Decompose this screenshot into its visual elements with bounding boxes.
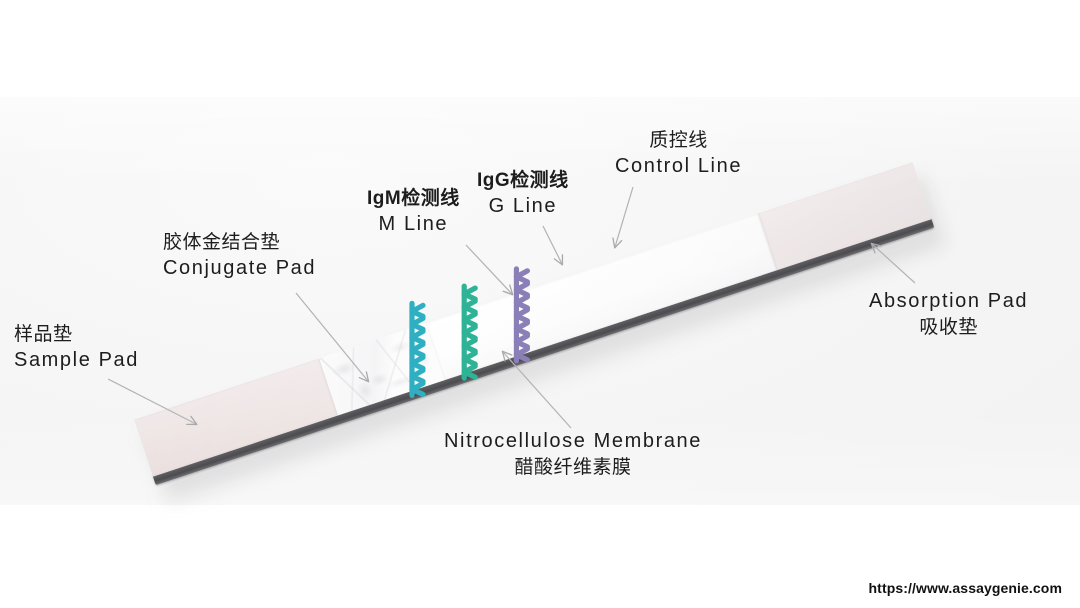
label-g-line: IgG检测线 G Line <box>477 168 569 220</box>
label-nitrocellulose-membrane-chinese: 醋酸纤维素膜 <box>514 457 632 478</box>
label-m-line: IgM检测线 M Line <box>367 186 460 238</box>
control-line-antibodies-svg <box>513 266 531 364</box>
label-m-line-english: M Line <box>378 213 449 235</box>
label-absorption-pad: Absorption Pad 吸收垫 <box>869 288 1028 340</box>
label-control-line-english: Control Line <box>615 155 743 177</box>
m-line-antibodies-svg <box>409 300 426 398</box>
label-nitrocellulose-membrane-english: Nitrocellulose Membrane <box>444 430 703 452</box>
label-control-line-chinese: 质控线 <box>649 130 708 151</box>
label-m-line-chinese: IgM检测线 <box>367 188 460 209</box>
label-conjugate-pad-english: Conjugate Pad <box>163 257 317 279</box>
label-conjugate-pad: 胶体金结合垫 Conjugate Pad <box>163 230 316 282</box>
label-absorption-pad-chinese: 吸收垫 <box>919 317 978 338</box>
antibody-row-control-line <box>486 257 550 378</box>
antibody-row-m-line <box>382 291 446 412</box>
label-control-line: 质控线 Control Line <box>615 128 742 180</box>
m-line-antibody-glyphs <box>409 300 426 398</box>
label-sample-pad: 样品垫 Sample Pad <box>14 322 139 374</box>
g-line-antibody-glyphs <box>461 283 478 381</box>
label-sample-pad-english: Sample Pad <box>14 349 139 371</box>
label-sample-pad-chinese: 样品垫 <box>14 324 73 345</box>
label-g-line-english: G Line <box>488 195 558 217</box>
label-absorption-pad-english: Absorption Pad <box>869 290 1029 312</box>
label-nitrocellulose-membrane: Nitrocellulose Membrane 醋酸纤维素膜 <box>444 428 702 480</box>
label-g-line-chinese: IgG检测线 <box>477 170 569 191</box>
label-conjugate-pad-chinese: 胶体金结合垫 <box>163 232 281 253</box>
watermark-url: https://www.assaygenie.com <box>868 580 1062 596</box>
control-line-antibody-glyphs <box>513 266 531 364</box>
